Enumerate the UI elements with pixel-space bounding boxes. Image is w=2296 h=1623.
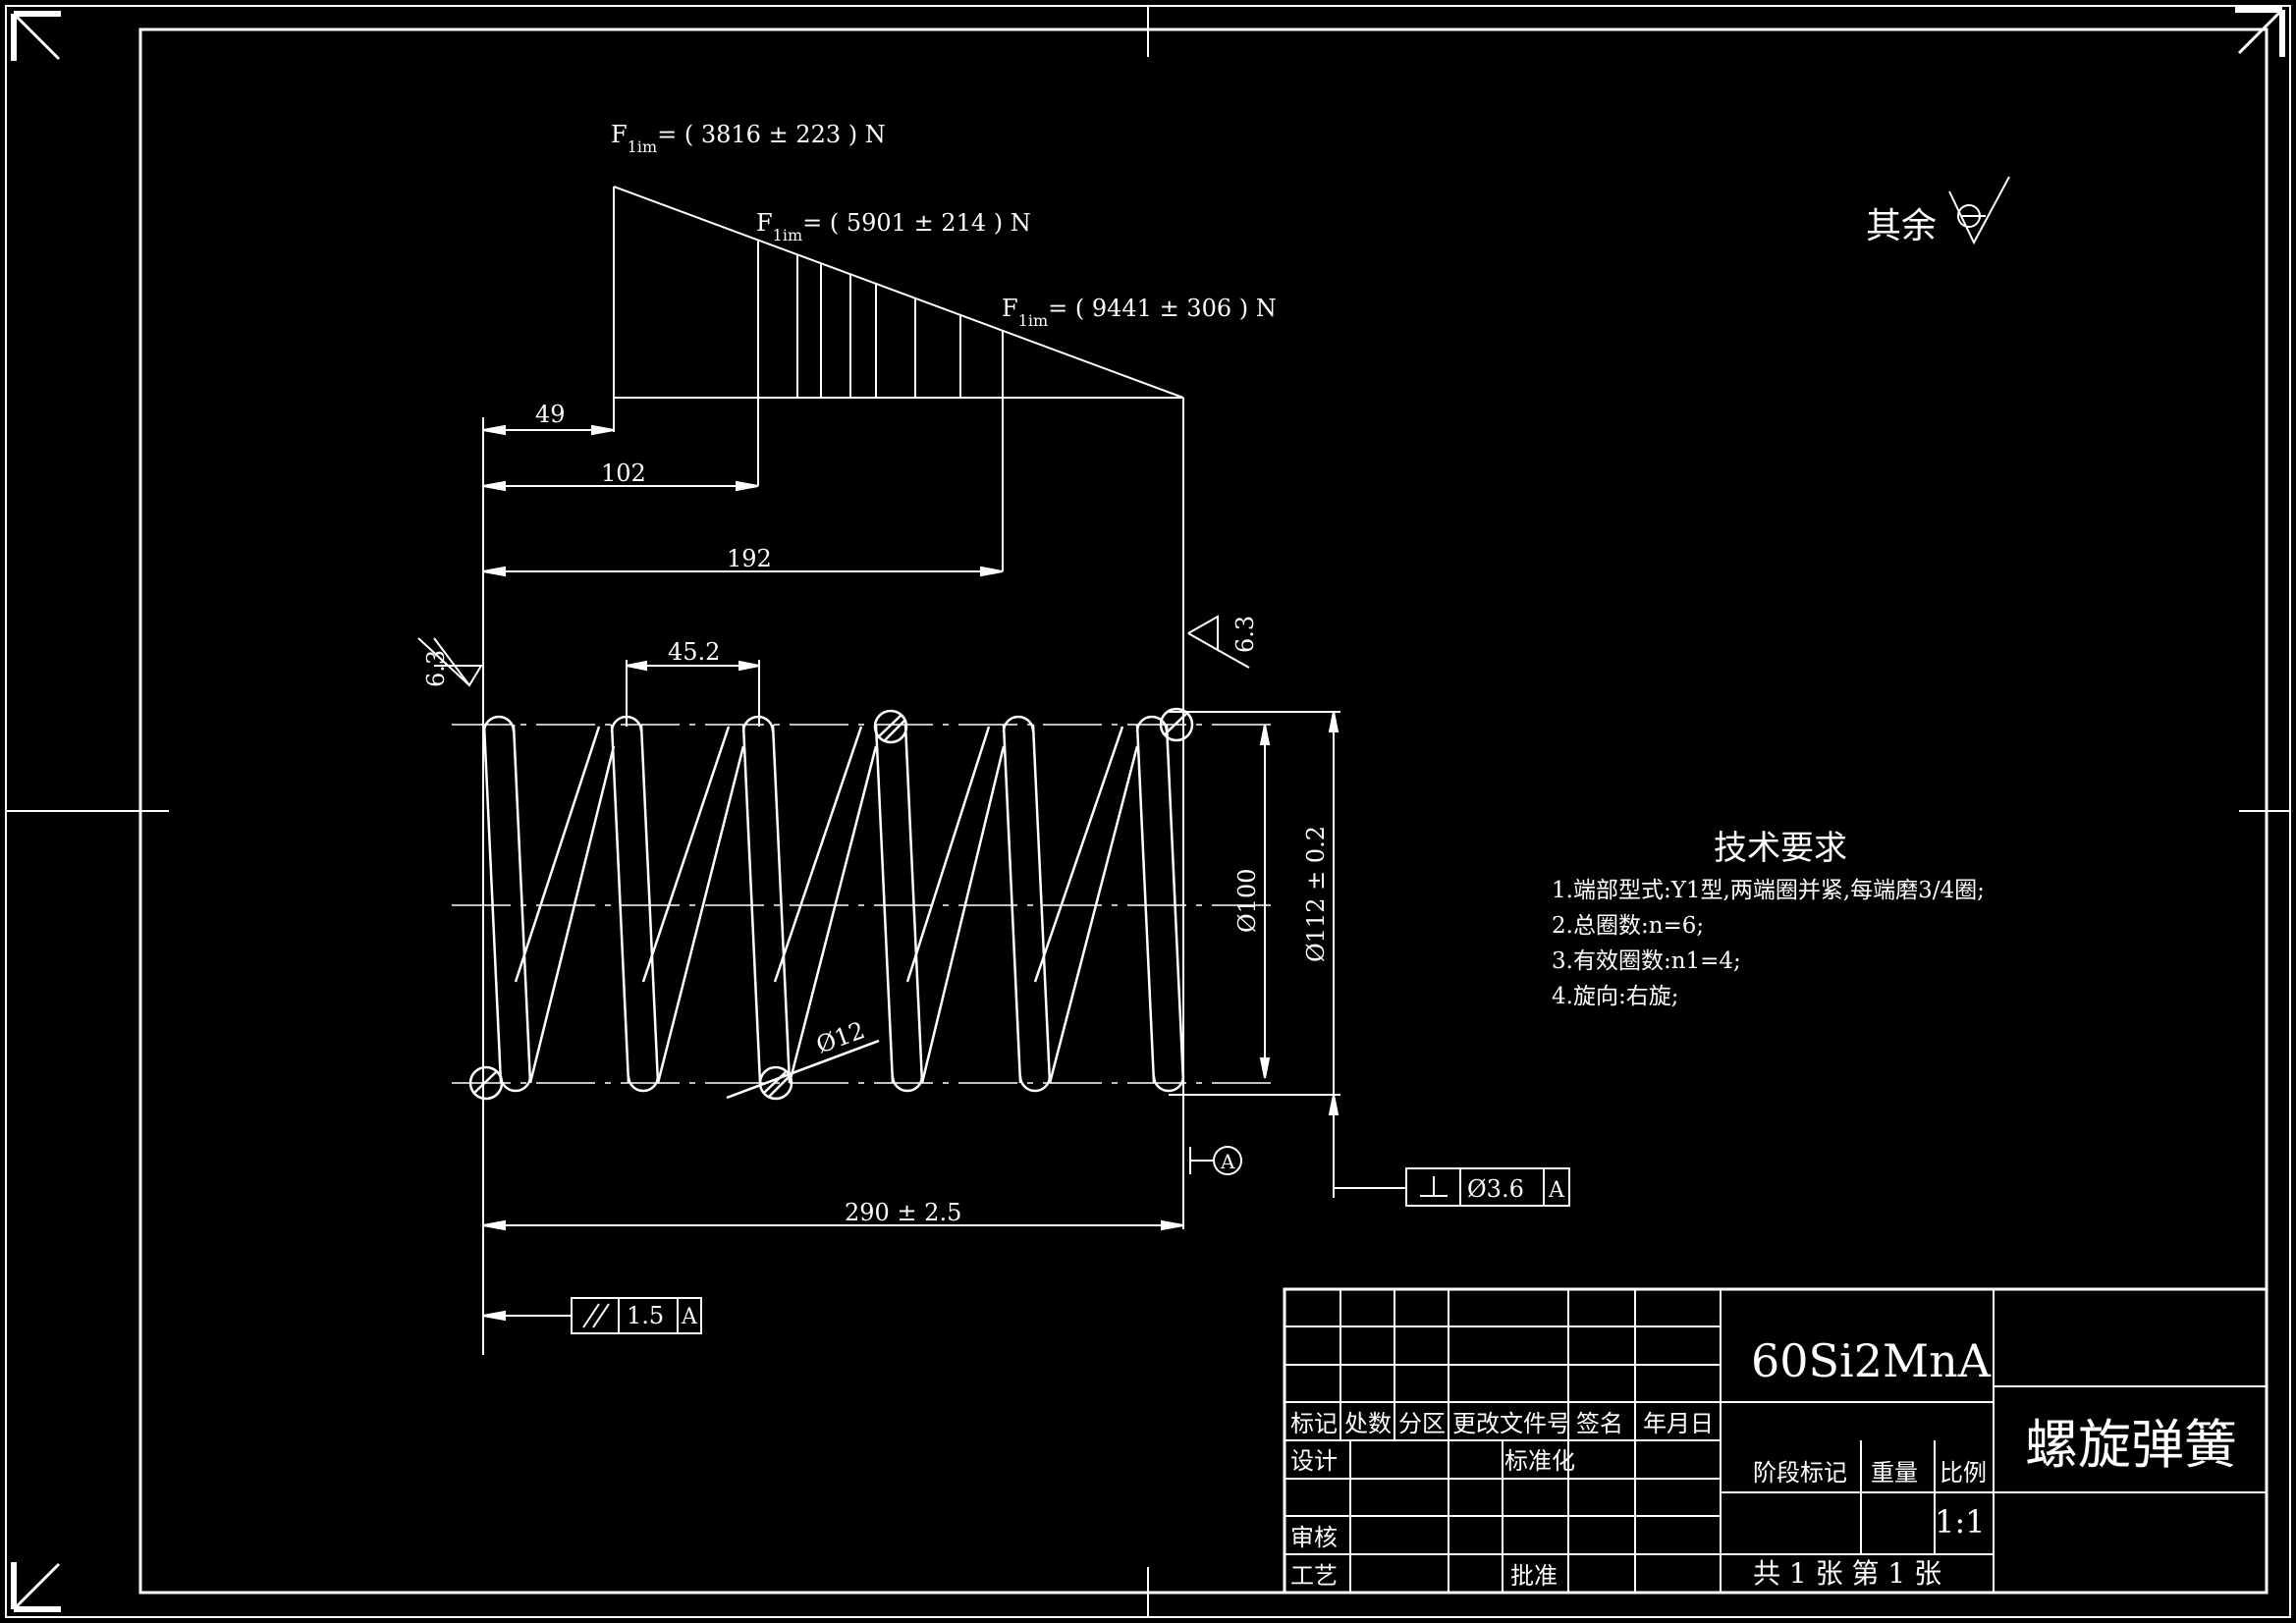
perp-value: Ø3.6 [1467, 1175, 1524, 1203]
tb-material: 60Si2MnA [1751, 1334, 1992, 1387]
tech-requirements: 技术要求 1.端部型式:Y1型,两端圈并紧,每端磨3/4圈; 2.总圈数:n=6… [1552, 829, 1985, 1009]
spring-body [452, 707, 1277, 1101]
datum-label: A [1220, 1150, 1235, 1173]
dim-inner-dia: Ø100 [1233, 869, 1261, 933]
title-block-texts: 标记 处数 分区 更改文件号 签名 年月日 设计 标准化 审核 工艺 批准 阶段… [1290, 1410, 1987, 1590]
roughness-symbols [417, 176, 2010, 687]
load-labels: F1im= ( 3816 ± 223 ) N F1im= ( 5901 ± 21… [611, 121, 1277, 330]
drawing-frame [5, 5, 2291, 1618]
tb-scale: 1:1 [1935, 1503, 1986, 1541]
tb-header-zone: 分区 [1398, 1410, 1446, 1437]
tech-item: 3.有效圈数:n1=4; [1552, 948, 1741, 974]
roughness-other-label: 其余 [1866, 206, 1937, 246]
tech-title: 技术要求 [1714, 829, 1847, 868]
load-label-3: F1im= ( 9441 ± 306 ) N [1002, 295, 1277, 330]
tb-header-docno: 更改文件号 [1452, 1410, 1570, 1437]
datum-symbol [1189, 1146, 1242, 1175]
diameter-dimensions [1169, 711, 1406, 1198]
perpendicularity-frame [1405, 1167, 1570, 1207]
tb-header-count: 处数 [1344, 1410, 1392, 1437]
tb-weight: 重量 [1871, 1459, 1918, 1487]
tech-item: 4.旋向:右旋; [1552, 984, 1678, 1009]
tb-part-name: 螺旋弹簧 [2025, 1414, 2237, 1476]
tb-approve: 批准 [1510, 1562, 1558, 1590]
length-dimensions [482, 417, 1184, 1355]
tb-review: 审核 [1290, 1524, 1338, 1551]
dimension-texts: 49 102 192 45.2 290 ± 2.5 [535, 401, 961, 1226]
dim-102: 102 [601, 460, 646, 487]
roughness-right: 6.3 [1231, 616, 1259, 653]
tech-item: 2.总圈数:n=6; [1552, 913, 1704, 939]
tb-design: 设计 [1290, 1447, 1338, 1475]
load-label-2: F1im= ( 5901 ± 214 ) N [756, 209, 1031, 244]
tb-scale-label: 比例 [1940, 1459, 1987, 1487]
dim-49: 49 [535, 401, 566, 428]
tb-header-sign: 签名 [1576, 1410, 1623, 1437]
parallelism-frame [482, 1297, 702, 1334]
load-label-1: F1im= ( 3816 ± 223 ) N [611, 121, 886, 156]
tech-item: 1.端部型式:Y1型,两端圈并紧,每端磨3/4圈; [1552, 878, 1985, 903]
tb-process: 工艺 [1290, 1562, 1338, 1590]
tb-stage: 阶段标记 [1753, 1459, 1847, 1487]
perp-datum: A [1548, 1178, 1565, 1203]
load-diagram [613, 186, 1184, 1229]
parallel-datum: A [681, 1305, 698, 1329]
dim-wire-dia: Ø12 [812, 1016, 868, 1058]
dim-192: 192 [727, 545, 772, 572]
tb-header-mark: 标记 [1290, 1410, 1338, 1437]
dim-pitch: 45.2 [668, 638, 720, 666]
dim-free-length: 290 ± 2.5 [845, 1199, 961, 1226]
tb-standardize: 标准化 [1504, 1447, 1575, 1475]
roughness-left: 6.3 [422, 650, 450, 687]
dim-outer-dia: Ø112 ± 0.2 [1302, 826, 1330, 962]
title-block [1283, 1287, 2269, 1595]
tb-header-date: 年月日 [1643, 1410, 1714, 1437]
tb-sheets: 共 1 张 第 1 张 [1753, 1557, 1941, 1590]
parallel-value: 1.5 [627, 1302, 664, 1329]
